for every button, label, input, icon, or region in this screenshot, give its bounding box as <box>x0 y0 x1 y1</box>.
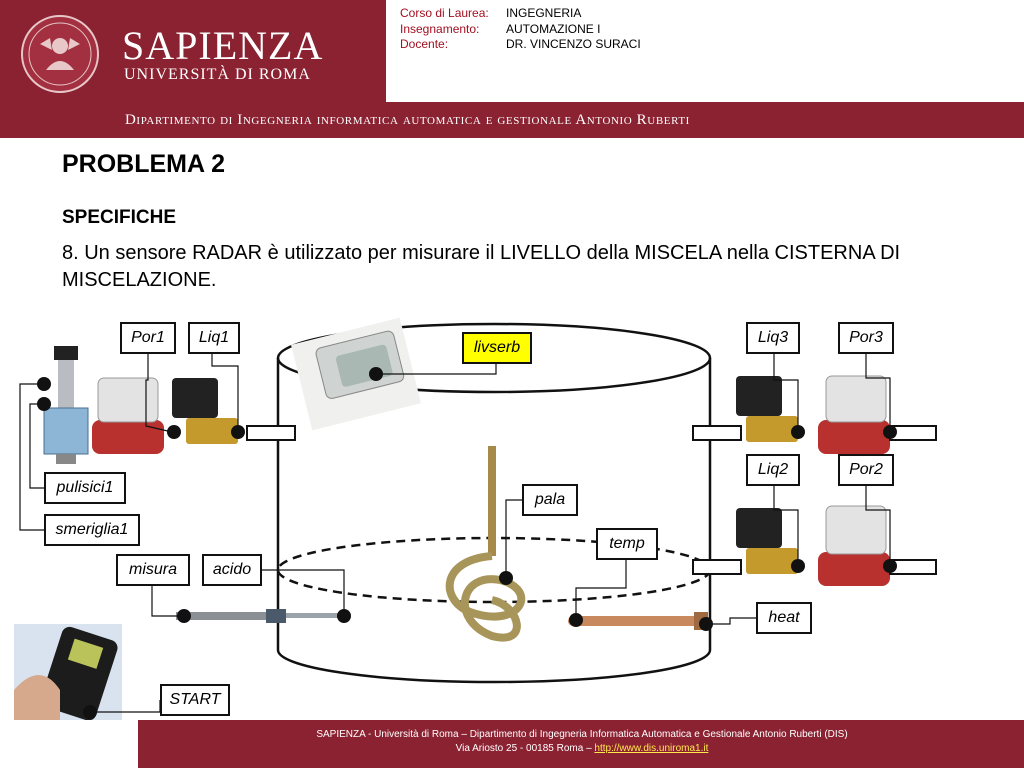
footer-line-2: Via Ariosto 25 - 00185 Roma – http://www… <box>140 742 1024 756</box>
subject-value: AUTOMAZIONE I <box>506 21 601 36</box>
course-value: INGEGNERIA <box>506 6 582 20</box>
label-start: START <box>160 684 230 716</box>
footer-line-1: SAPIENZA - Università di Roma – Dipartim… <box>316 729 848 740</box>
connector-dots <box>37 367 897 719</box>
inlet-pipe-2 <box>692 559 742 575</box>
specification-text: 8. Un sensore RADAR è utilizzato per mis… <box>62 242 901 291</box>
label-temp: temp <box>596 528 658 560</box>
inlet-pipe-3 <box>692 425 742 441</box>
footer-address: Via Ariosto 25 - 00185 Roma – <box>455 743 592 754</box>
department-band <box>0 102 1024 138</box>
footer-website-link[interactable]: http://www.dis.uniroma1.it <box>594 743 709 754</box>
section-subtitle: SPECIFICHE <box>62 207 177 228</box>
label-por2: Por2 <box>838 454 894 486</box>
sapienza-seal-logo <box>21 15 99 93</box>
label-smeriglia1: smeriglia1 <box>44 514 140 546</box>
pressure-regulator <box>43 346 89 464</box>
label-livserb: livserb <box>462 332 532 364</box>
heater <box>568 612 708 630</box>
label-liq3: Liq3 <box>746 322 800 354</box>
label-por1: Por1 <box>120 322 176 354</box>
university-subname: UNIVERSITÀ DI ROMA <box>124 66 311 83</box>
label-liq2: Liq2 <box>746 454 800 486</box>
solenoid-valve-3 <box>736 376 798 442</box>
label-por3: Por3 <box>838 322 894 354</box>
solenoid-valve-2 <box>736 508 798 574</box>
department-name: Dipartimento di Ingegneria informatica a… <box>125 112 690 128</box>
page-title: PROBLEMA 2 <box>62 150 225 178</box>
footer-text: SAPIENZA - Università di Roma – Dipartim… <box>140 728 1024 756</box>
label-acido: acido <box>202 554 262 586</box>
label-pala: pala <box>522 484 578 516</box>
flow-meter-2 <box>818 505 890 586</box>
solenoid-valve-1 <box>172 378 238 444</box>
mixer-paddle <box>445 446 526 642</box>
subject-label: Insegnamento: <box>400 21 480 36</box>
university-logo-block: SAPIENZA UNIVERSITÀ DI ROMA <box>0 0 386 102</box>
course-label: Corso di Laurea: <box>400 6 489 20</box>
university-name: SAPIENZA <box>122 23 324 68</box>
teacher-label: Docente: <box>400 37 449 51</box>
flow-meter-3 <box>818 375 890 454</box>
course-info: Corso di Laurea: INGEGNERIA Insegnamento:… <box>400 6 641 53</box>
inlet-pipe-1 <box>246 425 296 441</box>
label-misura: misura <box>116 554 190 586</box>
flow-meter-1 <box>92 377 164 454</box>
label-pulisici1: pulisici1 <box>44 472 126 504</box>
teacher-value: DR. VINCENZO SURACI <box>506 37 641 51</box>
footer-left-block <box>0 720 138 768</box>
label-liq1: Liq1 <box>188 322 240 354</box>
footer-band <box>0 720 1024 768</box>
ph-probe <box>176 609 344 623</box>
handheld-controller <box>14 624 122 721</box>
label-heat: heat <box>756 602 812 634</box>
